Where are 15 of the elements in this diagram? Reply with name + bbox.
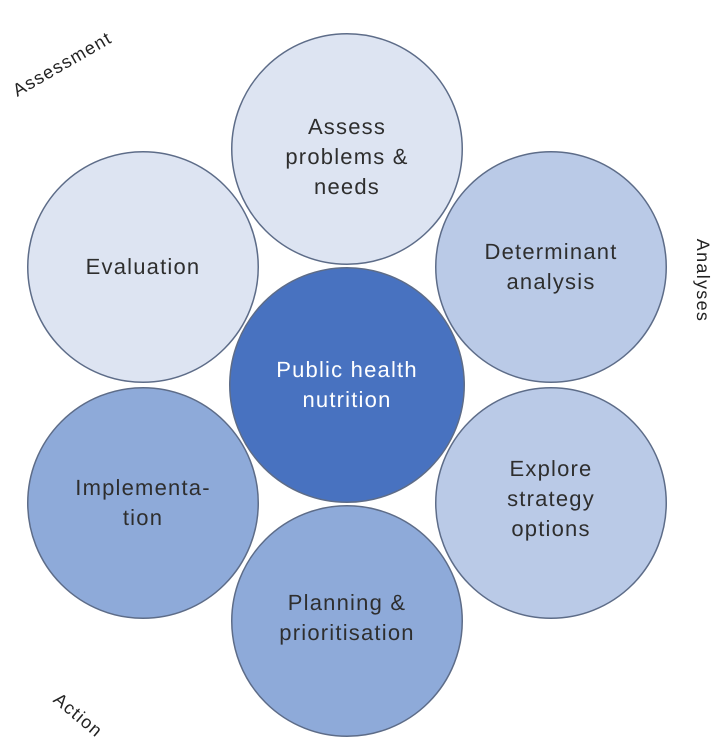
- hub-label: Public health nutrition: [276, 356, 418, 414]
- hub-circle: [229, 267, 465, 503]
- stage-label: Implementa- tion: [74, 474, 212, 532]
- stage-circle: [27, 387, 259, 619]
- stage-circle: [435, 387, 667, 619]
- stage-circle: [231, 505, 463, 737]
- stage-circle: [27, 151, 259, 383]
- stage-label: Assess problems & needs: [284, 113, 410, 201]
- stage-label: Explore strategy options: [506, 455, 596, 543]
- phase-label: Analyses: [692, 238, 713, 322]
- stage-label: Evaluation: [85, 253, 201, 281]
- stage-circle: [231, 33, 463, 265]
- stage-circle: [435, 151, 667, 383]
- stage-label: Determinant analysis: [484, 238, 618, 296]
- stage-label: Planning & prioritisation: [278, 589, 416, 647]
